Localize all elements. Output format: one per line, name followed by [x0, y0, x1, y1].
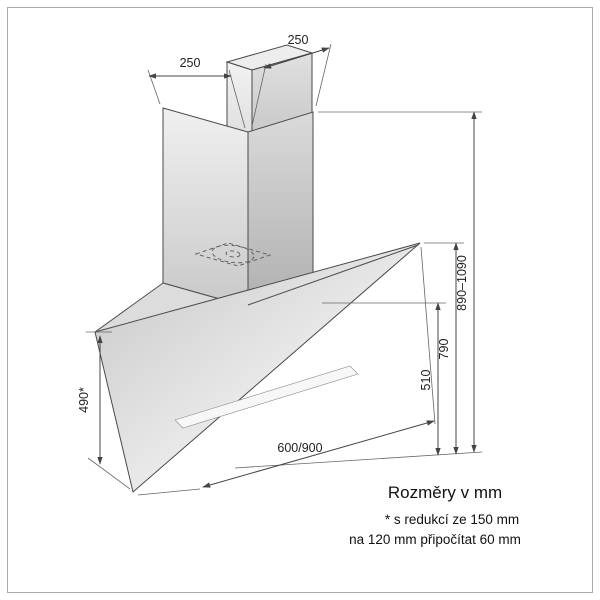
legend-title: Rozměry v mm	[388, 483, 502, 502]
dimension-heights-right: 510 790 890–1090	[234, 111, 483, 469]
legend-block: Rozměry v mm * s redukcí ze 150 mm na 12…	[349, 483, 521, 547]
ext-line	[87, 457, 131, 490]
glass-front-panel	[94, 242, 421, 493]
ext-line	[228, 69, 246, 129]
dim-label-chimney-right: 250	[288, 33, 309, 47]
outlet-dashed-ellipse-inner	[225, 250, 241, 258]
dimension-chimney-left-250: 250	[147, 56, 246, 129]
legend-note-1: * s redukcí ze 150 mm	[385, 512, 519, 527]
dim-label-total-height: 890–1090	[455, 255, 469, 311]
legend-note-2: na 120 mm připočítat 60 mm	[349, 532, 521, 547]
ext-line	[315, 43, 332, 107]
dim-line-600-900	[202, 420, 435, 488]
dim-label-mid-height: 790	[437, 339, 451, 360]
outlet-dashed-ellipse	[211, 244, 255, 264]
dimension-width-600-900: 600/900	[137, 246, 436, 496]
glass-edge-highlight	[174, 365, 359, 429]
dim-line	[263, 47, 330, 69]
ext-line-bottom	[234, 451, 483, 469]
chimney-outer-duct	[162, 107, 314, 308]
dim-label-hood-height: 510	[419, 370, 433, 391]
dim-label-width: 600/900	[277, 441, 322, 455]
dimension-chimney-right-250: 250	[251, 33, 332, 127]
ext-line	[420, 246, 436, 425]
figure-border	[7, 7, 593, 593]
chimney-outer-left-face	[162, 107, 249, 308]
ext-line	[147, 69, 161, 105]
ext-line	[137, 488, 201, 496]
canopy-glass-junction-line	[247, 244, 419, 306]
dimension-left-490: 490*	[77, 331, 131, 490]
outlet-dashed-square	[194, 242, 272, 267]
dim-label-left-height: 490*	[77, 387, 91, 413]
dim-label-chimney-left: 250	[180, 56, 201, 70]
ext-line	[251, 63, 267, 127]
duct-outlet-hidden	[194, 242, 272, 267]
